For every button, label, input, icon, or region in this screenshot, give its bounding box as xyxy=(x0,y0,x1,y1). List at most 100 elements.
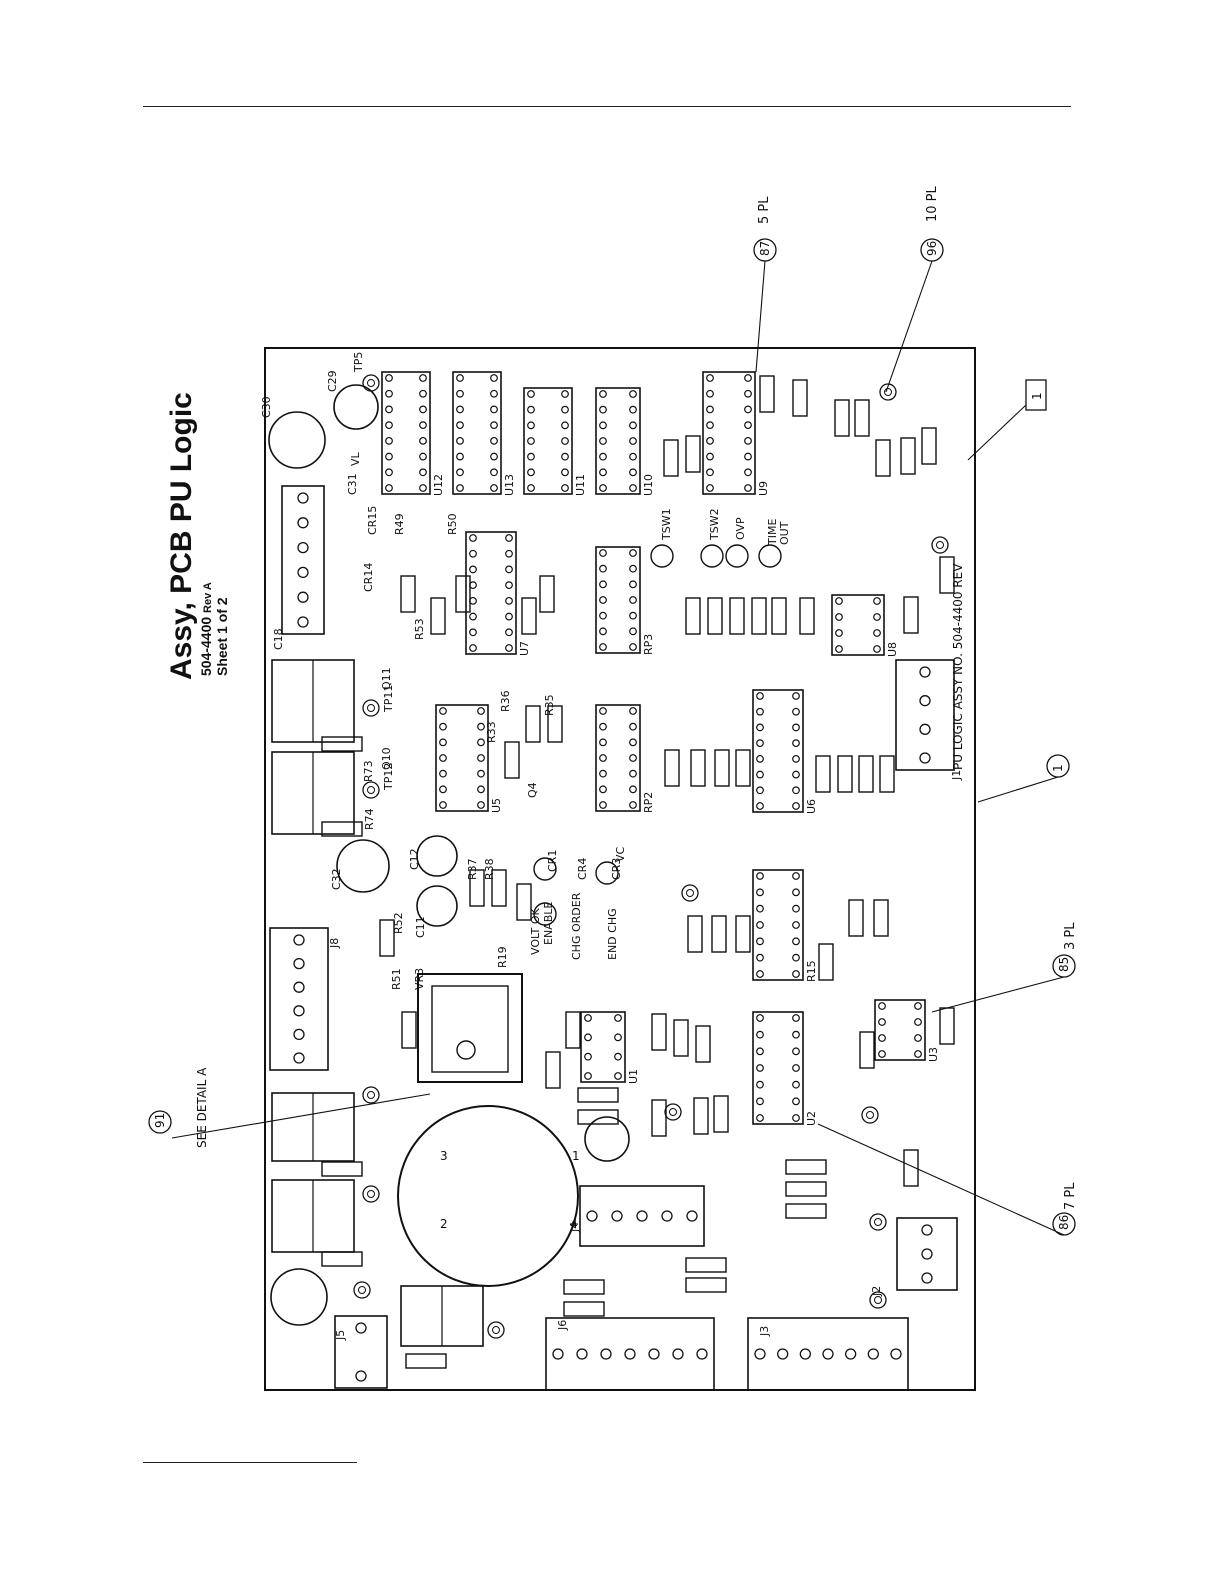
ic-pin xyxy=(878,1018,886,1026)
ic-pin xyxy=(477,769,485,778)
resistor-body xyxy=(858,755,874,793)
inductor-pin-label: 2 xyxy=(440,1217,448,1231)
resistor-body xyxy=(785,1181,827,1197)
ic-label-r15: R15 xyxy=(805,960,818,982)
ic-pin xyxy=(599,437,607,445)
resistor-body xyxy=(685,435,701,473)
resistor-body xyxy=(873,899,889,937)
connector-j5 xyxy=(334,1315,388,1389)
resistor-body xyxy=(547,705,563,743)
ic-pin xyxy=(477,785,485,794)
resistor-body xyxy=(455,575,471,613)
ic-pin xyxy=(419,452,427,461)
ref-designator: C29 xyxy=(326,370,339,392)
ic-pin xyxy=(792,1014,800,1022)
test-point xyxy=(362,781,380,799)
ic-pin xyxy=(469,612,477,621)
ic-pin xyxy=(629,707,637,715)
test-point xyxy=(861,1106,879,1124)
electrolytic-capacitor xyxy=(270,1268,328,1326)
ic-pin xyxy=(835,645,843,653)
ic-pin xyxy=(914,1018,922,1026)
ic-pin xyxy=(629,549,637,557)
connector-pin xyxy=(600,1348,612,1360)
resistor-body xyxy=(673,1019,689,1057)
resistor-body xyxy=(563,1301,605,1317)
ic-pin xyxy=(599,785,607,794)
ic-pin xyxy=(599,405,607,414)
resistor-body xyxy=(903,1149,919,1187)
connector-pin xyxy=(648,1348,660,1360)
connector-j2 xyxy=(896,1217,958,1291)
callout-1-box xyxy=(1025,379,1047,411)
connector-pin xyxy=(919,666,931,678)
ic-pin xyxy=(629,452,637,461)
led-label-end-chg: END CHG xyxy=(606,908,619,960)
ic-pin xyxy=(477,754,485,762)
resistor-body xyxy=(565,1011,581,1049)
resistor-body xyxy=(685,1277,727,1293)
ic-pin xyxy=(490,452,498,461)
ic-pin xyxy=(584,1052,592,1061)
ic-pin xyxy=(599,468,607,477)
ic-pin xyxy=(629,754,637,762)
ic-pin xyxy=(792,739,800,748)
dip-ic-u12 xyxy=(381,371,431,495)
ic-pin xyxy=(756,953,764,962)
test-point-inner xyxy=(874,1218,882,1226)
ref-designator: R74 xyxy=(363,808,376,830)
ic-pin xyxy=(385,468,393,477)
ic-pin xyxy=(477,722,485,731)
ic-pin xyxy=(792,754,800,763)
dip-ic-u8 xyxy=(831,594,885,656)
led-label-tsw2: TSW2 xyxy=(708,508,721,541)
ic-pin xyxy=(505,581,513,590)
ic-pin xyxy=(756,888,764,897)
ic-pin xyxy=(599,484,607,492)
ic-pin xyxy=(756,802,764,810)
ic-pin xyxy=(456,484,464,492)
ref-designator: VL xyxy=(349,451,362,466)
resistor-body xyxy=(663,439,679,477)
ic-pin xyxy=(505,596,513,605)
ic-pin xyxy=(527,468,535,477)
ic-pin xyxy=(469,534,477,542)
ic-pin xyxy=(792,953,800,962)
ic-pin xyxy=(385,436,393,445)
test-point-inner xyxy=(936,541,944,549)
connector-label: J6 xyxy=(556,1320,569,1331)
callout-1-number: 1 xyxy=(1051,764,1065,772)
connector-j6 xyxy=(545,1317,715,1391)
ic-pin xyxy=(629,596,637,604)
ic-pin xyxy=(756,786,764,795)
ref-designator: R37 xyxy=(466,858,479,880)
connector-pin xyxy=(921,1272,933,1284)
ic-pin xyxy=(469,644,477,652)
ic-pin xyxy=(744,405,752,414)
led-indicator xyxy=(700,544,724,568)
led-label-out: OUT xyxy=(778,521,791,545)
ic-pin xyxy=(505,612,513,621)
ic-pin xyxy=(419,389,427,398)
connector-pin xyxy=(293,981,305,993)
connector-pin xyxy=(661,1210,673,1222)
connector-pin xyxy=(297,616,309,628)
ref-designator: Q4 xyxy=(526,782,539,798)
resistor-body xyxy=(939,556,955,594)
connector-pin xyxy=(624,1348,636,1360)
ic-pin xyxy=(873,597,881,605)
callout-96-number: 96 xyxy=(925,241,939,256)
callout-85-number: 85 xyxy=(1057,957,1071,972)
ic-pin xyxy=(878,1050,886,1058)
dip-ic-u11 xyxy=(523,387,573,495)
resistor-body xyxy=(491,869,507,907)
test-point-inner xyxy=(874,1296,882,1304)
callout-91-bubble xyxy=(148,1110,172,1134)
dip-ic-u1 xyxy=(580,1011,626,1083)
ic-pin xyxy=(706,405,714,414)
ic-pin xyxy=(505,628,513,637)
ic-label-u10: U10 xyxy=(642,474,655,496)
ref-designator: R33 xyxy=(485,721,498,743)
resistor-body xyxy=(939,1007,955,1045)
